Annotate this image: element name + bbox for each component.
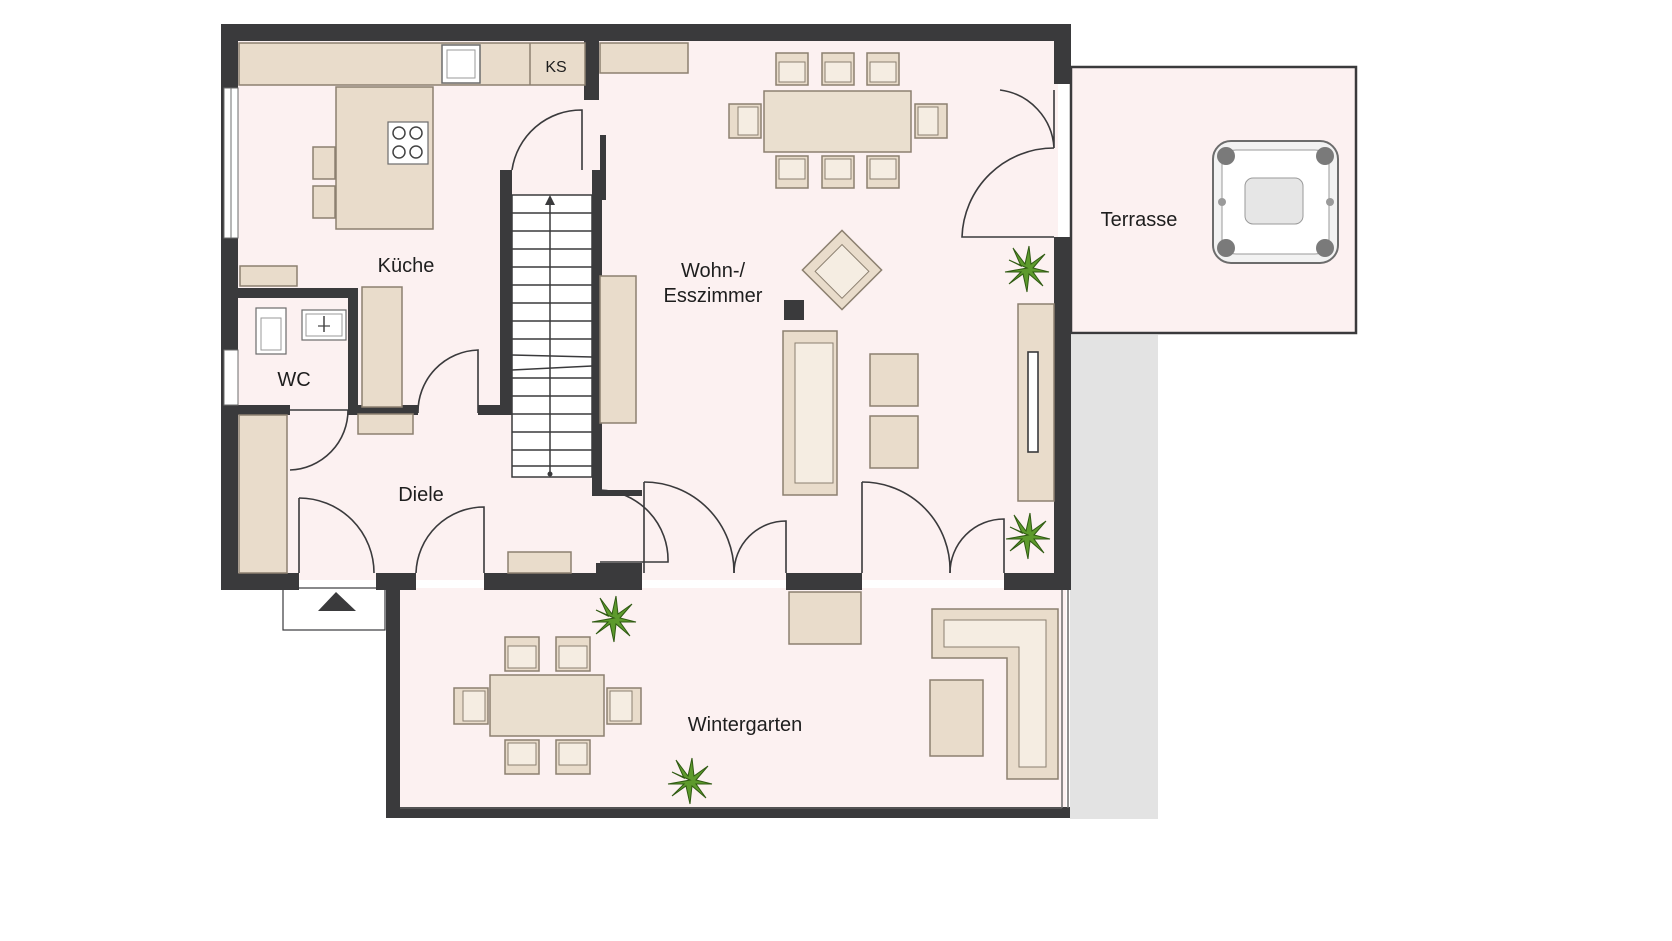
ottoman (869, 415, 919, 469)
kitchen-window (223, 87, 239, 406)
room-label-wc: WC (277, 369, 310, 391)
armchair (801, 229, 883, 311)
corner-sofa (931, 608, 1059, 780)
plant-icon (667, 757, 713, 805)
kitchen-counter (238, 42, 689, 435)
wc-fixtures (255, 307, 347, 355)
dining-table-living (728, 52, 948, 189)
outside-shade (1070, 335, 1158, 819)
wintergarten-dining (453, 636, 642, 775)
staircase (511, 194, 593, 478)
sofa (782, 330, 838, 496)
side-table (869, 353, 919, 407)
ks-label: KS (545, 59, 566, 76)
plant-icon (591, 595, 637, 643)
hot-tub-icon (1212, 140, 1339, 264)
room-label-kueche: Küche (378, 255, 435, 277)
wintergarten-lounge-table (929, 679, 984, 757)
wintergarten-glazing (400, 590, 1069, 809)
stair-arrow-icon (545, 195, 555, 205)
plant-icon (1004, 245, 1050, 293)
tv-board (599, 275, 637, 424)
room-label-wohn-line2: Esszimmer (664, 285, 763, 307)
entrance-arrow-icon (318, 592, 356, 611)
hall-sideboard (507, 551, 572, 574)
room-label-terrasse: Terrasse (1101, 209, 1178, 231)
room-label-wohn-line1: Wohn-/ (681, 260, 746, 282)
wardrobe (238, 414, 288, 574)
room-label-diele: Diele (398, 484, 444, 506)
tv-unit (1017, 303, 1055, 502)
room-label-wintergarten: Wintergarten (688, 714, 803, 736)
chimney (784, 300, 804, 320)
doors (289, 89, 1055, 574)
wintergarten-sideboard (788, 591, 862, 645)
plant-icon (1005, 512, 1051, 560)
walls (221, 24, 1071, 818)
